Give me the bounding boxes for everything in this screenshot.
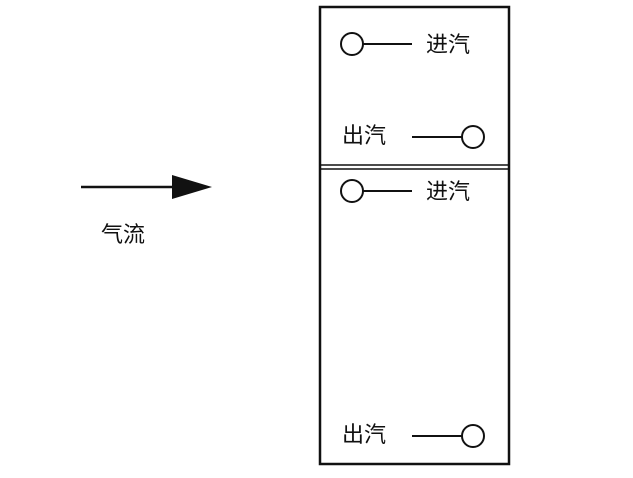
lower-inlet-port — [340, 179, 412, 203]
exchanger-outer-box — [318, 5, 511, 466]
lower-inlet-label: 进汽 — [426, 180, 470, 205]
airflow-arrow — [81, 175, 212, 199]
lower-outlet-label: 出汽 — [342, 423, 386, 448]
upper-inlet-circle — [340, 32, 364, 56]
lower-outlet-port — [412, 424, 485, 448]
airflow-arrow-head — [172, 175, 212, 199]
airflow-label: 气流 — [101, 223, 145, 248]
lower-outlet-circle — [461, 424, 485, 448]
upper-outlet-label: 出汽 — [342, 124, 386, 149]
upper-inlet-label: 进汽 — [426, 33, 470, 58]
upper-inlet-port — [340, 32, 412, 56]
lower-inlet-circle — [340, 179, 364, 203]
upper-outlet-port — [412, 125, 485, 149]
upper-outlet-circle — [461, 125, 485, 149]
